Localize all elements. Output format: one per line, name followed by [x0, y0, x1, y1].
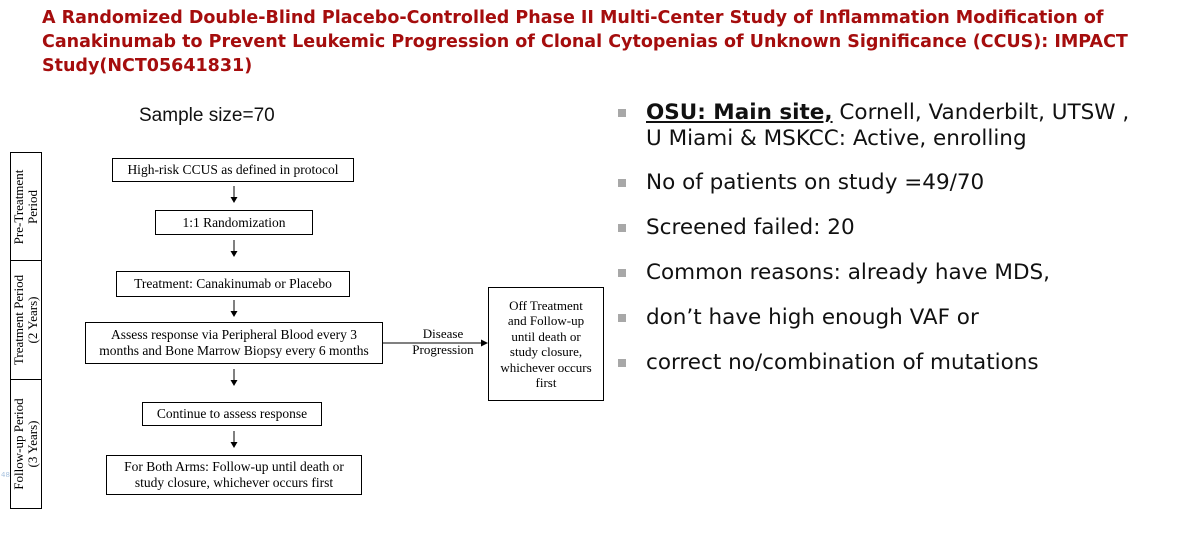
off-treatment-line-4: study closure, — [509, 344, 583, 359]
bullet-sites-line-2: U Miami & MSKCC: Active, enrolling — [646, 126, 1027, 151]
bullet-square-icon — [618, 224, 626, 232]
bullet-sites-main: OSU: Main site, — [646, 100, 833, 125]
disease-line-2: Progression — [412, 342, 474, 357]
arrow-down-icon — [230, 186, 238, 203]
box-continue-text: Continue to assess response — [156, 406, 308, 421]
bullet-vaf-text: don’t have high enough VAF or — [646, 305, 979, 330]
title-line-2: Canakinumab to Prevent Leukemic Progress… — [42, 32, 1128, 52]
box-randomization-text: 1:1 Randomization — [182, 214, 286, 230]
box-off-treatment: Off Treatment and Follow-up until death … — [488, 287, 604, 401]
bullet-patients-text: No of patients on study =49/70 — [646, 170, 985, 195]
bullet-square-icon — [618, 359, 626, 367]
phase-follow-up-line-2: (3 Years) — [25, 420, 40, 468]
box-assess-line-1: Assess response via Peripheral Blood eve… — [111, 327, 357, 342]
bullet-reasons: Common reasons: already have MDS, — [618, 260, 1129, 286]
off-treatment-line-3: until death or — [511, 328, 581, 344]
title-line-3: Study(NCT05641831) — [42, 56, 253, 76]
box-follow-up-line-2: study closure, whichever occurs first — [134, 475, 334, 490]
bullet-square-icon — [618, 109, 626, 117]
phase-follow-up: Follow-up Period (3 Years) — [10, 379, 42, 509]
box-treatment-text: Treatment: Canakinumab or Placebo — [134, 276, 332, 291]
bullet-reasons-text: Common reasons: already have MDS, — [646, 260, 1050, 285]
phase-pre-treatment: Pre-Treatment Period — [10, 152, 42, 261]
off-treatment-line-5: whichever occurs — [500, 359, 592, 375]
box-follow-up-line-1: For Both Arms: Follow-up until death or — [124, 459, 344, 474]
arrow-down-icon — [230, 369, 238, 386]
bullet-square-icon — [618, 314, 626, 322]
phase-treatment-line-2: (2 Years) — [25, 296, 40, 344]
arrow-down-icon — [230, 240, 238, 257]
bullet-mutations: correct no/combination of mutations — [618, 350, 1129, 376]
box-treatment: Treatment: Canakinumab or Placebo — [116, 271, 350, 297]
slide-number: 48 — [1, 471, 10, 479]
box-assess-response: Assess response via Peripheral Blood eve… — [85, 322, 383, 364]
box-high-risk-ccus: High-risk CCUS as defined in protocol — [112, 158, 354, 182]
phase-follow-up-line-1: Follow-up Period — [11, 398, 26, 490]
box-randomization: 1:1 Randomization — [155, 210, 313, 235]
bullet-sites-rest: Cornell, Vanderbilt, UTSW , — [832, 100, 1130, 125]
slide-title: A Randomized Double-Blind Placebo-Contro… — [42, 6, 1172, 78]
title-line-1: A Randomized Double-Blind Placebo-Contro… — [42, 8, 1104, 28]
disease-line-1: Disease — [422, 326, 464, 341]
phase-pre-treatment-line-1: Pre-Treatment — [11, 169, 26, 244]
arrow-right-icon — [383, 339, 488, 347]
box-high-risk-ccus-text: High-risk CCUS as defined in protocol — [127, 162, 339, 177]
bullet-square-icon — [618, 179, 626, 187]
bullet-square-icon — [618, 269, 626, 277]
arrow-down-icon — [230, 300, 238, 317]
box-continue-assess: Continue to assess response — [142, 402, 322, 426]
bullet-mutations-text: correct no/combination of mutations — [646, 350, 1039, 375]
bullet-vaf: don’t have high enough VAF or — [618, 305, 1129, 331]
phase-pre-treatment-line-2: Period — [25, 189, 40, 224]
off-treatment-line-1: Off Treatment — [509, 297, 583, 313]
off-treatment-line-2: and Follow-up — [507, 313, 585, 328]
bullet-patients: No of patients on study =49/70 — [618, 170, 1129, 196]
phase-treatment: Treatment Period (2 Years) — [10, 260, 42, 380]
off-treatment-line-6: first — [535, 375, 557, 390]
disease-progression-label: Disease Progression — [408, 326, 478, 358]
bullet-sites: OSU: Main site, Cornell, Vanderbilt, UTS… — [618, 100, 1129, 152]
sample-size-label: Sample size=70 — [139, 105, 275, 126]
phase-treatment-line-1: Treatment Period — [11, 274, 26, 366]
box-assess-line-2: months and Bone Marrow Biopsy every 6 mo… — [99, 343, 369, 358]
box-follow-up: For Both Arms: Follow-up until death or … — [106, 455, 362, 495]
status-bullet-list: OSU: Main site, Cornell, Vanderbilt, UTS… — [618, 100, 1129, 376]
arrow-down-icon — [230, 431, 238, 448]
bullet-screened: Screened failed: 20 — [618, 215, 1129, 241]
bullet-screened-text: Screened failed: 20 — [646, 215, 855, 240]
